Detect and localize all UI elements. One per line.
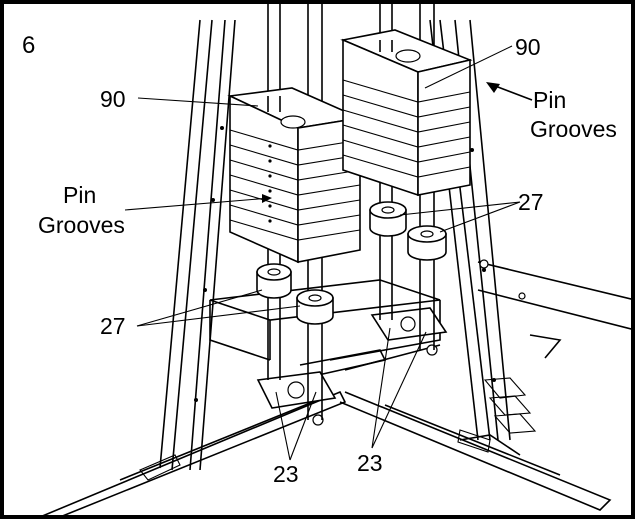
- arrow-head-icon: [262, 194, 272, 203]
- pin-grooves-left-line1: Pin: [63, 182, 96, 208]
- callout-collars-left: 27: [100, 313, 126, 339]
- callout-pins-left: 23: [273, 461, 299, 487]
- pin-grooves-right-line2: Grooves: [530, 116, 617, 142]
- step-number: 6: [22, 32, 35, 59]
- callout-collars-right: 27: [518, 189, 544, 215]
- callout-pins-right: 23: [357, 450, 383, 476]
- pin-grooves-right-line1: Pin: [533, 87, 566, 113]
- arrow-head-icon: [486, 82, 500, 93]
- cross-member: [209, 279, 441, 379]
- left-upright: [159, 19, 236, 471]
- leader-lines: [124, 45, 533, 461]
- left-weight-stack: [227, 87, 363, 264]
- callout-weight-stack-right: 90: [515, 34, 541, 60]
- side-beams: [477, 259, 635, 434]
- collars: [256, 201, 447, 325]
- right-weight-stack: [340, 29, 473, 197]
- callout-weight-stack-left: 90: [100, 86, 126, 112]
- pin-grooves-left-line2: Grooves: [38, 212, 125, 238]
